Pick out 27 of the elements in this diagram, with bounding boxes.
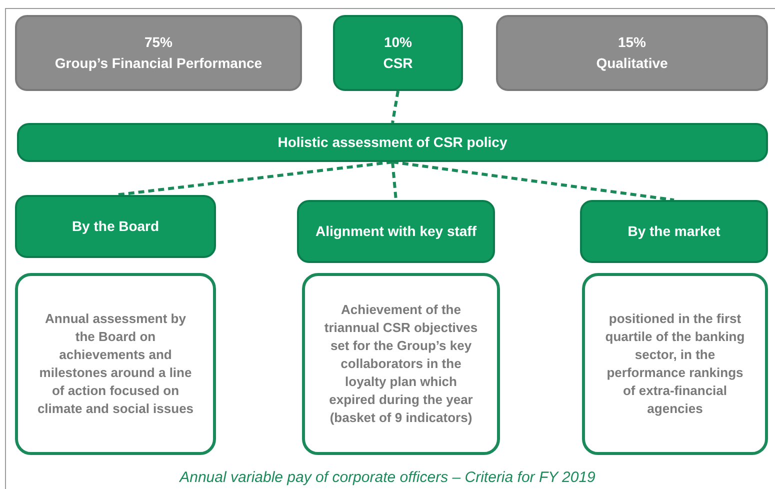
process-box bbox=[580, 200, 768, 263]
box-text: Holistic assessment of CSR policy bbox=[278, 133, 508, 152]
box-text: 15% bbox=[618, 33, 646, 52]
box-text: Achievement of the triannual CSR objectives set for the Group’s key collaborators in the loyalty plan which expired during the year (basket of 9 indicators) bbox=[323, 301, 479, 427]
category-box bbox=[15, 15, 302, 91]
dashed-connector bbox=[391, 162, 398, 200]
dashed-connector bbox=[392, 160, 674, 202]
box-text: positioned in the first quartile of the banking sector, in the performance rankings of extra-financial agencies bbox=[604, 310, 746, 418]
process-box bbox=[15, 195, 216, 258]
box-text: 10% bbox=[384, 33, 412, 52]
description-box bbox=[302, 273, 500, 455]
box-text: By the market bbox=[628, 222, 720, 241]
caption: Annual variable pay of corporate officers – Criteria for FY 2019 bbox=[178, 468, 596, 488]
process-box bbox=[297, 200, 495, 263]
process-box bbox=[17, 123, 768, 162]
dashed-connector bbox=[391, 90, 400, 124]
description-box bbox=[15, 273, 216, 455]
box-text: By the Board bbox=[72, 217, 160, 236]
box-text: Alignment with key staff bbox=[315, 222, 477, 241]
box-text: 75% bbox=[144, 33, 173, 52]
box-text: Group’s Financial Performance bbox=[54, 54, 262, 73]
box-text: CSR bbox=[383, 54, 413, 73]
description-box bbox=[582, 273, 768, 455]
process-box bbox=[333, 15, 463, 91]
box-text: Qualitative bbox=[596, 54, 668, 73]
box-text: Annual assessment by the Board on achievements and milestones around a line of action focused on climate and social issues bbox=[36, 310, 195, 418]
category-box bbox=[496, 15, 768, 91]
